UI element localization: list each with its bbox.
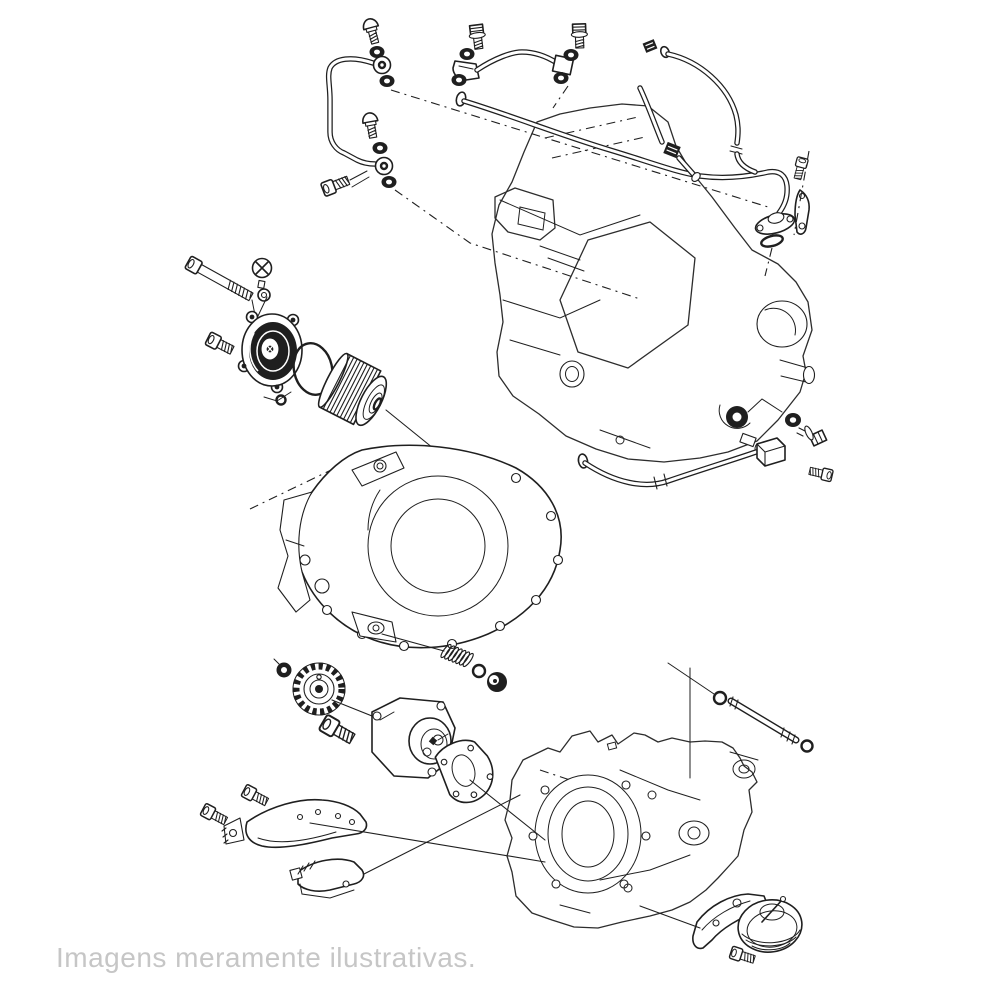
engine-block bbox=[491, 103, 816, 463]
filter-cover-bolt-long bbox=[184, 255, 254, 302]
caption-text: Imagens meramente ilustrativas. bbox=[56, 942, 477, 973]
oil-filter-cover bbox=[237, 310, 303, 394]
baffle-bolt-1 bbox=[240, 783, 271, 809]
dowel-o-ring-1 bbox=[712, 690, 728, 706]
dowel-pipe bbox=[712, 690, 814, 753]
drain-screw bbox=[251, 257, 273, 289]
baffle-plates bbox=[199, 783, 546, 899]
oil-pipe-lower bbox=[577, 437, 835, 490]
baffle-bolt-2 bbox=[199, 802, 230, 828]
long-oil-pipe bbox=[455, 91, 796, 277]
clutch-cover bbox=[277, 444, 564, 652]
breather-hose bbox=[637, 39, 810, 236]
relief-valve bbox=[438, 641, 507, 692]
baffle-plate-lower bbox=[289, 858, 365, 899]
gallery-plug-bolt bbox=[796, 425, 828, 447]
crankcase-half bbox=[504, 662, 759, 929]
relief-valve-plug bbox=[487, 672, 507, 692]
oil-pipe-upper-center bbox=[451, 22, 589, 109]
relief-valve-o-ring bbox=[471, 663, 487, 679]
oil-pump-group bbox=[273, 658, 546, 841]
oil-delivery-pipe-left bbox=[319, 16, 769, 300]
oil-pump-drive-gear bbox=[292, 662, 346, 716]
pump-bolt bbox=[317, 713, 358, 748]
oil-strainer bbox=[737, 895, 803, 953]
oil-filter-assembly bbox=[184, 255, 471, 510]
oil-gallery-and-lower-pipe bbox=[577, 398, 835, 490]
dowel-o-ring-2 bbox=[800, 739, 814, 753]
flange-bracket bbox=[794, 189, 810, 235]
flange-bolt bbox=[791, 155, 810, 181]
oil-pump-body bbox=[371, 697, 456, 779]
filter-o-ring bbox=[292, 342, 334, 396]
baffle-plate-upper bbox=[221, 798, 368, 849]
filter-cover-bolt-short bbox=[204, 330, 237, 358]
oil-strainer-group bbox=[639, 893, 803, 967]
oil-filter-element bbox=[317, 352, 388, 427]
small-o-ring bbox=[275, 394, 287, 406]
union-bolt bbox=[807, 464, 835, 483]
